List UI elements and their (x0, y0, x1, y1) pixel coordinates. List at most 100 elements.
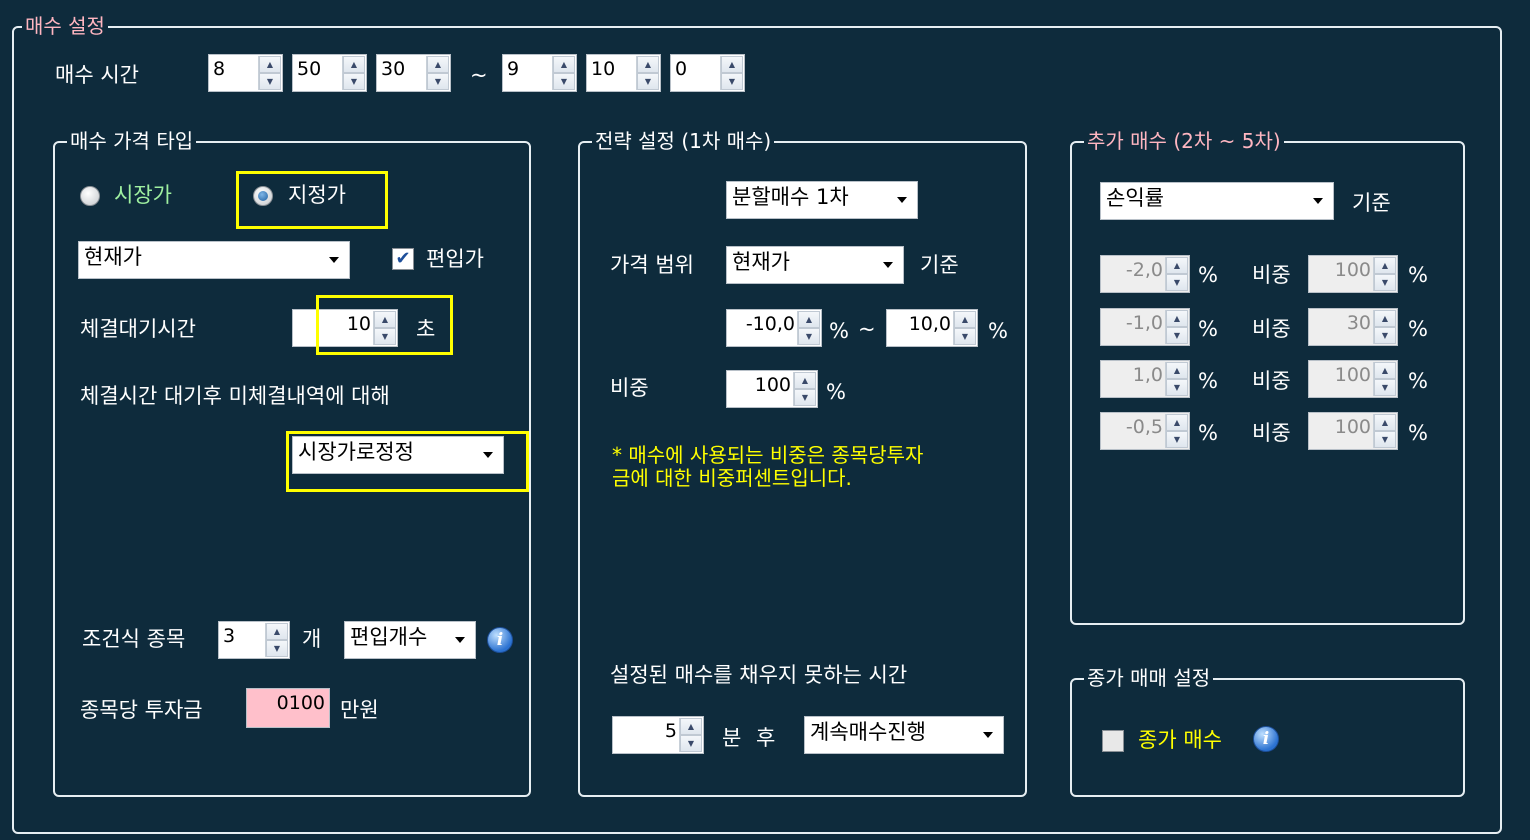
split-buy-select[interactable]: 분할매수 1차 (726, 181, 918, 219)
range-tilde: ~ (858, 317, 876, 341)
end-second-spinner[interactable]: 0 ▲▼ (670, 54, 745, 92)
condition-count-spinner[interactable]: 3 ▲▼ (218, 621, 290, 659)
weight-label-4: 비중 (1252, 421, 1291, 445)
price-basis-select[interactable]: 현재가 (78, 241, 350, 279)
unfilled-action-select[interactable]: 계속매수진행 (804, 716, 1004, 754)
closing-buy-checkbox[interactable] (1102, 730, 1124, 752)
investment-input[interactable]: 0100 (246, 688, 330, 728)
closing-buy-label[interactable]: 종가 매수 (1138, 728, 1222, 752)
spin-down-icon[interactable]: ▼ (798, 328, 820, 345)
wait-time-label: 체결대기시간 (80, 317, 196, 341)
condition-count-select[interactable]: 편입개수 (344, 621, 476, 659)
spin-up-icon[interactable]: ▲ (427, 56, 449, 73)
spin-down-icon[interactable]: ▼ (1374, 379, 1396, 396)
spin-up-icon[interactable]: ▲ (798, 311, 820, 328)
spin-up-icon[interactable]: ▲ (1374, 362, 1396, 379)
chevron-down-icon (897, 197, 907, 203)
spin-down-icon[interactable]: ▼ (343, 73, 365, 90)
after-wait-select[interactable]: 시장가로정정 (292, 436, 504, 474)
investment-label: 종목당 투자금 (80, 698, 203, 722)
info-icon[interactable]: i (1253, 726, 1279, 752)
price-range-select[interactable]: 현재가 (726, 246, 904, 284)
weight-spinner-3[interactable]: 100 ▲▼ (1308, 360, 1398, 398)
spin-up-icon[interactable]: ▲ (259, 56, 281, 73)
weight-spinner-1[interactable]: 100 ▲▼ (1308, 255, 1398, 293)
spin-down-icon[interactable]: ▼ (1374, 431, 1396, 448)
spin-up-icon[interactable]: ▲ (266, 623, 288, 640)
spin-down-icon[interactable]: ▼ (721, 73, 743, 90)
spin-down-icon[interactable]: ▼ (1166, 327, 1188, 344)
weight-label-1: 비중 (1252, 263, 1291, 287)
spin-down-icon[interactable]: ▼ (553, 73, 575, 90)
spin-up-icon[interactable]: ▲ (343, 56, 365, 73)
buy-settings-title: 매수 설정 (22, 13, 108, 39)
include-price-checkbox[interactable]: ✔ (392, 248, 414, 270)
weight-spinner[interactable]: 100 ▲▼ (726, 370, 818, 408)
spin-up-icon[interactable]: ▲ (1166, 310, 1188, 327)
condition-count-unit: 개 (302, 627, 322, 651)
spin-up-icon[interactable]: ▲ (1374, 310, 1396, 327)
range-to-percent: % (988, 319, 1008, 343)
start-minute-spinner[interactable]: 50 ▲▼ (292, 54, 367, 92)
spin-up-icon[interactable]: ▲ (374, 311, 396, 328)
spin-up-icon[interactable]: ▲ (721, 56, 743, 73)
spin-up-icon[interactable]: ▲ (1374, 414, 1396, 431)
spin-up-icon[interactable]: ▲ (1166, 257, 1188, 274)
spin-down-icon[interactable]: ▼ (680, 735, 702, 752)
checkmark-icon: ✔ (395, 248, 411, 269)
start-second-spinner[interactable]: 30 ▲▼ (376, 54, 451, 92)
spin-down-icon[interactable]: ▼ (1374, 327, 1396, 344)
market-price-radio[interactable] (80, 186, 100, 206)
chevron-down-icon (983, 732, 993, 738)
spin-down-icon[interactable]: ▼ (954, 328, 976, 345)
start-hour-spinner[interactable]: 8 ▲▼ (208, 54, 283, 92)
wait-time-unit: 초 (416, 317, 436, 341)
spin-up-icon[interactable]: ▲ (680, 718, 702, 735)
spin-up-icon[interactable]: ▲ (1166, 362, 1188, 379)
spin-up-icon[interactable]: ▲ (1166, 414, 1188, 431)
info-icon[interactable]: i (487, 627, 513, 653)
range-to-spinner[interactable]: 10,0 ▲▼ (886, 309, 978, 347)
range-from-spinner[interactable]: -10,0 ▲▼ (726, 309, 822, 347)
end-minute-spinner[interactable]: 10 ▲▼ (586, 54, 661, 92)
additional-basis-select[interactable]: 손익률 (1100, 182, 1334, 220)
spin-down-icon[interactable]: ▼ (259, 73, 281, 90)
spin-up-icon[interactable]: ▲ (1374, 257, 1396, 274)
rate-percent-2: % (1198, 317, 1218, 341)
weight-spinner-4[interactable]: 100 ▲▼ (1308, 412, 1398, 450)
rate-spinner-1[interactable]: -2,0 ▲▼ (1100, 255, 1190, 293)
spin-down-icon[interactable]: ▼ (1166, 274, 1188, 291)
spin-down-icon[interactable]: ▼ (1166, 431, 1188, 448)
spin-up-icon[interactable]: ▲ (794, 372, 816, 389)
spin-down-icon[interactable]: ▼ (637, 73, 659, 90)
spin-up-icon[interactable]: ▲ (637, 56, 659, 73)
wait-time-spinner[interactable]: 10 ▲▼ (292, 309, 398, 347)
price-type-legend: 매수 가격 타입 (67, 128, 197, 154)
after-wait-label: 체결시간 대기후 미체결내역에 대해 (80, 384, 390, 408)
condition-items-label: 조건식 종목 (82, 627, 186, 651)
end-hour-spinner[interactable]: 9 ▲▼ (502, 54, 577, 92)
weight-percent-4: % (1408, 421, 1428, 445)
investment-unit: 만원 (340, 698, 379, 722)
time-range-tilde: ~ (470, 63, 488, 87)
limit-price-label[interactable]: 지정가 (288, 183, 346, 207)
spin-down-icon[interactable]: ▼ (1374, 274, 1396, 291)
spin-up-icon[interactable]: ▲ (954, 311, 976, 328)
limit-price-radio[interactable] (253, 186, 273, 206)
rate-spinner-2[interactable]: -1,0 ▲▼ (1100, 308, 1190, 346)
weight-note-line1: * 매수에 사용되는 비중은 종목당투자 (612, 443, 924, 467)
rate-spinner-4[interactable]: -0,5 ▲▼ (1100, 412, 1190, 450)
spin-down-icon[interactable]: ▼ (427, 73, 449, 90)
spin-down-icon[interactable]: ▼ (374, 328, 396, 345)
rate-percent-4: % (1198, 421, 1218, 445)
spin-down-icon[interactable]: ▼ (1166, 379, 1188, 396)
minutes-after-label: 분 후 (722, 726, 780, 750)
spin-down-icon[interactable]: ▼ (794, 389, 816, 406)
rate-spinner-3[interactable]: 1,0 ▲▼ (1100, 360, 1190, 398)
weight-spinner-2[interactable]: 30 ▲▼ (1308, 308, 1398, 346)
market-price-label[interactable]: 시장가 (114, 183, 172, 207)
closing-trade-legend: 종가 매매 설정 (1084, 665, 1214, 691)
spin-down-icon[interactable]: ▼ (266, 640, 288, 657)
minutes-spinner[interactable]: 5 ▲▼ (612, 716, 704, 754)
spin-up-icon[interactable]: ▲ (553, 56, 575, 73)
